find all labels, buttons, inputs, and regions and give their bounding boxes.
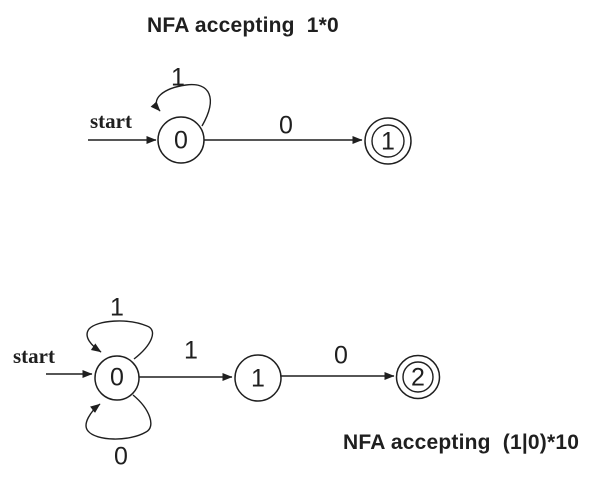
nfa2-edge-1-2-label: 0 xyxy=(334,341,348,370)
nfa1-title: NFA accepting 1*0 xyxy=(147,14,339,37)
nfa2-state-2-inner-circle xyxy=(402,361,434,393)
nfa1-state-0-label: 0 xyxy=(174,126,188,155)
nfa1-edge-label: 0 xyxy=(279,111,293,140)
nfa2-state-1-label: 1 xyxy=(251,364,265,393)
nfa2-self-loop-0 xyxy=(85,394,152,440)
nfa2-state-0-circle xyxy=(94,355,140,401)
nfa2-caption: NFA accepting (1|0)*10 xyxy=(343,431,580,454)
nfa2-state-2-label: 2 xyxy=(411,363,425,392)
nfa2-state-0-label: 0 xyxy=(110,363,124,392)
nfa1-loop-label: 1 xyxy=(171,63,185,92)
nfa2-start-label: start xyxy=(13,344,55,368)
nfa1-self-loop-1 xyxy=(150,83,211,127)
nfa1-group xyxy=(88,83,412,165)
nfa1-state-1-label: 1 xyxy=(381,127,395,156)
nfa2-top-loop-label: 1 xyxy=(110,293,124,322)
nfa1-state-1-inner-circle xyxy=(371,124,405,158)
nfa2-group xyxy=(46,320,441,440)
nfa1-start-label: start xyxy=(90,109,132,133)
nfa2-edge-0-1-label: 1 xyxy=(184,336,198,365)
nfa2-state-1-circle xyxy=(234,354,282,402)
nfa2-self-loop-1 xyxy=(86,320,154,360)
nfa2-bottom-loop-label: 0 xyxy=(114,442,128,471)
